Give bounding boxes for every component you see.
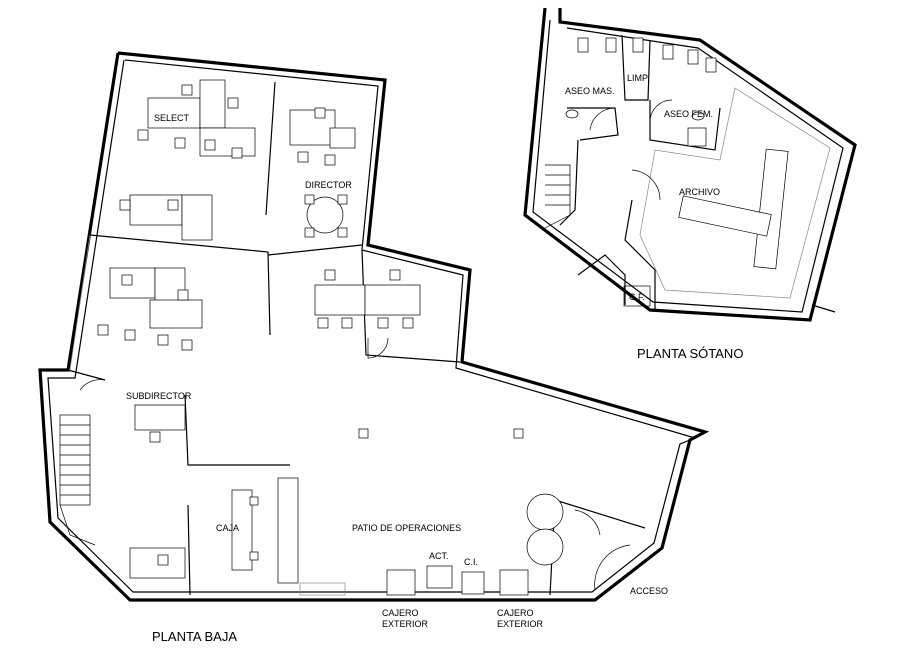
partition — [554, 499, 646, 529]
column — [358, 428, 369, 439]
room-label-cf: C.F. — [629, 292, 645, 302]
partition — [621, 34, 651, 101]
label-act: ACT. — [429, 551, 449, 561]
room-label-acceso: ACCESO — [630, 586, 668, 596]
stairs — [59, 414, 96, 546]
plan-title-basement: PLANTA SÓTANO — [637, 346, 743, 361]
wall-stub — [811, 304, 836, 313]
column — [513, 428, 524, 439]
room-label-select: SELECT — [154, 113, 190, 123]
room-label-subdirector: SUBDIRECTOR — [126, 391, 192, 401]
door — [631, 169, 661, 201]
door — [589, 107, 616, 131]
outer-wall-inner — [532, 19, 844, 313]
partition — [559, 139, 579, 226]
atm-label-right-line1: CAJERO — [497, 608, 534, 618]
partition — [89, 234, 271, 336]
partition — [267, 244, 363, 256]
atm-label-right-line2: EXTERIOR — [497, 619, 544, 629]
outer-wall-inner — [47, 59, 697, 593]
plan-title-ground-floor: PLANTA BAJA — [152, 629, 237, 644]
toilets — [565, 37, 717, 147]
partition — [67, 369, 106, 381]
outer-wall — [523, 7, 857, 322]
door — [367, 337, 389, 359]
ground-floor-plan: SELECT DIRECTOR SUBDIRECTOR CAJA PATIO D… — [38, 51, 710, 644]
partition — [184, 394, 290, 466]
basement-stairs — [544, 164, 571, 229]
partition — [567, 107, 619, 141]
atm-machines — [299, 565, 529, 596]
door — [79, 379, 106, 391]
room-label-aseo-mas: ASEO MAS. — [565, 86, 615, 96]
partition — [69, 234, 91, 371]
partition — [265, 81, 276, 216]
door — [594, 544, 631, 591]
outer-wall — [38, 51, 710, 602]
door — [649, 99, 673, 121]
partition — [649, 100, 721, 151]
basement-plan: ASEO MAS. LIMP ASEO FEM. ARCHIVO C.F. PL… — [523, 7, 857, 361]
partition — [624, 199, 656, 310]
room-label-patio: PATIO DE OPERACIONES — [352, 523, 461, 533]
partition — [577, 254, 626, 305]
room-label-archivo: ARCHIVO — [679, 187, 720, 197]
label-ci: C.I. — [464, 557, 478, 567]
safe-box — [623, 285, 651, 307]
partition — [187, 504, 191, 596]
door — [574, 509, 601, 536]
atm-label-left-line1: CAJERO — [382, 608, 419, 618]
office-furniture — [109, 79, 564, 584]
room-label-aseo-fem: ASEO FEM. — [664, 109, 713, 119]
room-label-limp: LIMP — [627, 73, 648, 83]
room-label-director: DIRECTOR — [305, 180, 352, 190]
room-label-caja: CAJA — [216, 523, 239, 533]
chairs — [97, 84, 414, 566]
archive-shelving — [639, 87, 831, 299]
atm-label-left-line2: EXTERIOR — [382, 619, 429, 629]
